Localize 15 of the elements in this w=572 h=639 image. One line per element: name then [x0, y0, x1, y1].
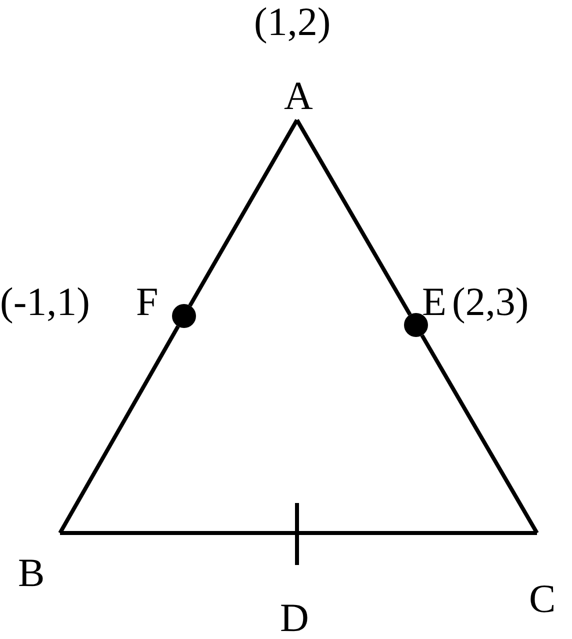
triangle-side — [299, 531, 537, 535]
coordinate-label: (-1,1) — [0, 282, 90, 322]
point-label: B — [18, 553, 45, 593]
point-label: E — [422, 282, 446, 322]
point-label: F — [136, 282, 158, 322]
triangle-side — [295, 119, 412, 316]
point-label: C — [529, 579, 556, 619]
coordinate-label: (1,2) — [254, 2, 331, 42]
triangle-side — [420, 334, 539, 534]
point-label: A — [284, 76, 313, 116]
triangle-side — [188, 119, 299, 307]
triangle-side — [58, 325, 180, 534]
coordinate-label: (2,3) — [452, 282, 529, 322]
triangle-side — [60, 531, 295, 535]
point-label: D — [280, 598, 309, 638]
